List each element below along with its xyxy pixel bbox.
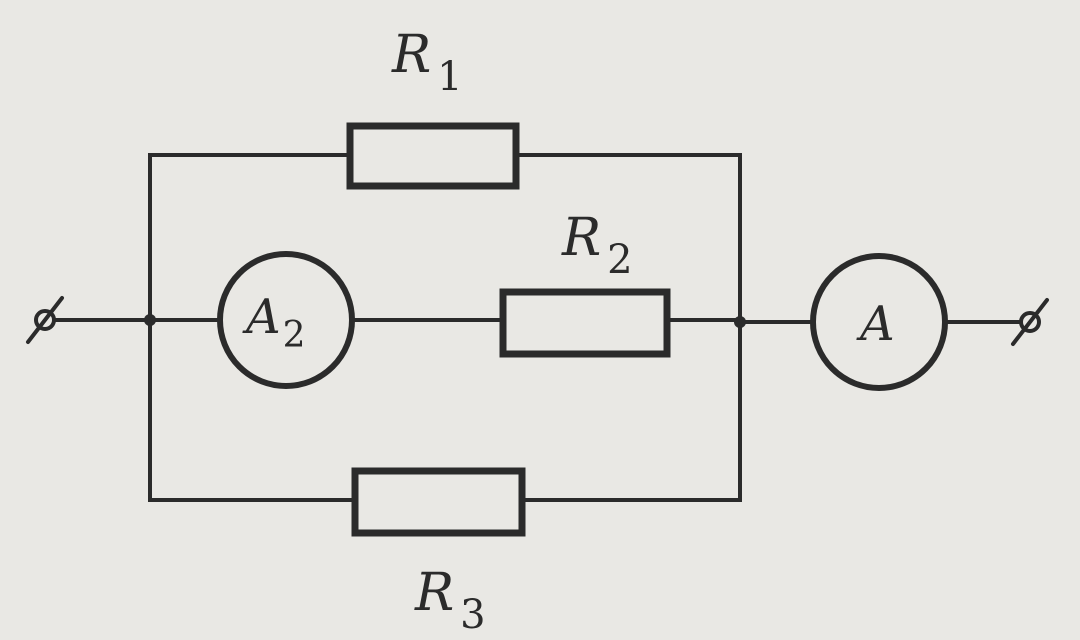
wires — [43, 153, 1032, 502]
resistor-r3 — [351, 467, 526, 537]
junction-right — [734, 316, 746, 328]
ammeter-main — [810, 253, 948, 391]
label-a2: A2 — [242, 289, 306, 356]
junction-left — [144, 314, 156, 326]
label-a-main: A — [856, 296, 895, 352]
terminal-right — [1011, 298, 1049, 346]
resistor-r2 — [499, 288, 671, 358]
terminal-left — [26, 296, 64, 344]
ammeter-a2 — [217, 251, 355, 389]
resistor-r1 — [346, 122, 520, 190]
